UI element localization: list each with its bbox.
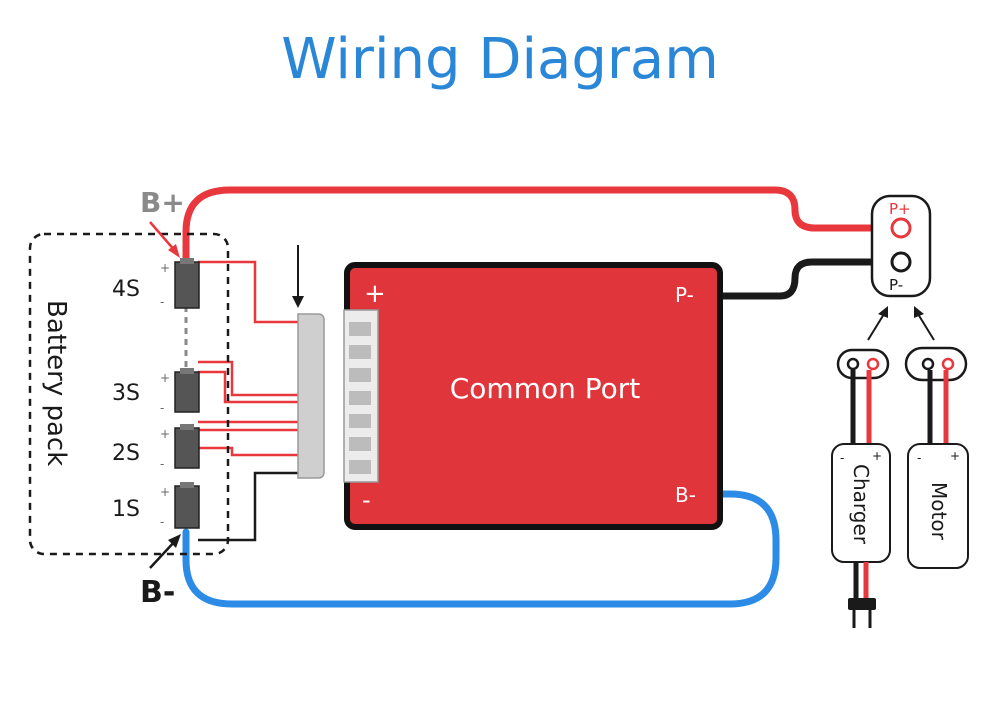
cell-2s — [174, 424, 200, 469]
cell-1s-minus: - — [160, 515, 164, 529]
cell-3s-minus: - — [160, 401, 164, 415]
balance-lead-3s-b — [198, 370, 300, 404]
cell-label-3s: 3S — [112, 381, 140, 406]
charger-to-port-arrow — [867, 313, 885, 341]
cell-3s-plus: + — [160, 371, 170, 385]
board-label: Common Port — [450, 372, 641, 405]
cell-4s-minus: - — [160, 295, 164, 309]
b-minus-arrowhead — [168, 534, 181, 548]
b-minus-label: B- — [140, 575, 175, 610]
output-port-p-plus-terminal — [890, 217, 912, 239]
balance-lead-1s-neg — [198, 471, 300, 542]
balance-lead-2s-c — [198, 446, 300, 457]
charger-minus: - — [840, 451, 844, 465]
b-plus-wire — [182, 186, 894, 266]
motor-plug-pos — [941, 357, 955, 371]
plug-indicator-arrowhead — [292, 296, 304, 308]
motor-body — [907, 443, 969, 569]
board-socket-pins — [349, 322, 371, 474]
motor-plus: + — [950, 449, 960, 463]
output-port-p-minus: P- — [889, 276, 903, 294]
balance-lead-3s — [198, 360, 300, 397]
cell-4s-plus: + — [160, 261, 170, 275]
battery-pack-outline — [28, 232, 230, 556]
p-minus-wire — [716, 258, 894, 300]
b-plus-arrow — [149, 221, 177, 253]
diagram-title: Wiring Diagram — [281, 27, 719, 92]
motor-minus: - — [917, 451, 921, 465]
b-minus-wire — [182, 490, 780, 608]
board-plus: + — [364, 279, 386, 309]
board-p-minus: P- — [675, 283, 694, 307]
motor-to-port-arrowhead — [914, 306, 924, 318]
charger: - + Charger — [831, 348, 891, 628]
output-port-p-minus-terminal — [890, 251, 912, 273]
motor-to-port-arrow — [917, 313, 935, 341]
motor-plug — [904, 346, 968, 382]
motor-plug-neg — [921, 357, 935, 371]
board-b-minus: B- — [675, 483, 696, 507]
charger-plug-neg — [846, 357, 860, 371]
charger-to-port-arrowhead — [878, 306, 888, 318]
output-port-p-plus: P+ — [889, 200, 911, 218]
output-port — [870, 194, 932, 298]
motor: - + Motor — [904, 346, 969, 569]
b-plus-label: B+ — [140, 186, 185, 219]
cell-label-1s: 1S — [112, 497, 140, 522]
cell-3s — [174, 368, 200, 413]
cell-label-4s: 4S — [112, 277, 140, 302]
cell-2s-minus: - — [160, 457, 164, 471]
mains-plug — [848, 598, 876, 610]
cell-1s-plus: + — [160, 485, 170, 499]
b-minus-arrow — [149, 539, 177, 569]
balance-lead-4s — [198, 260, 300, 324]
charger-plus: + — [872, 449, 882, 463]
charger-plug-pos — [866, 357, 880, 371]
cell-2s-plus: + — [160, 427, 170, 441]
motor-label: Motor — [927, 482, 951, 541]
charger-body — [831, 443, 891, 563]
cell-4s — [174, 258, 200, 309]
balance-plug — [297, 313, 325, 479]
charger-plug — [836, 348, 890, 380]
board-minus: - — [362, 486, 371, 514]
charger-label: Charger — [849, 464, 873, 545]
battery-pack-label: Battery pack — [41, 300, 71, 466]
cell-label-2s: 2S — [112, 441, 140, 466]
cell-1s — [174, 482, 200, 529]
b-plus-arrowhead — [168, 244, 180, 258]
